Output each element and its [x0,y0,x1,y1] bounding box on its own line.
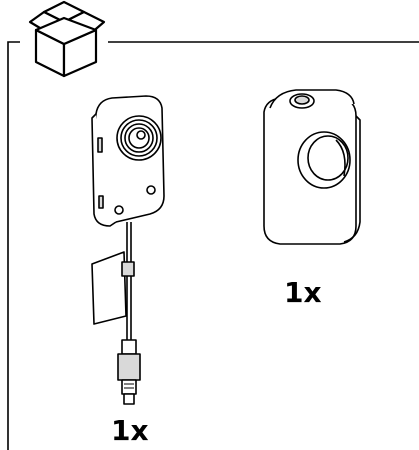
bracket-quantity-label: 1x [284,276,322,309]
sensor-quantity-label: 1x [111,414,149,447]
contents-frame [7,41,419,450]
mounting-bracket-drawing [263,89,361,245]
package-box-icon [28,0,106,78]
sensor-unit-drawing [91,95,165,405]
